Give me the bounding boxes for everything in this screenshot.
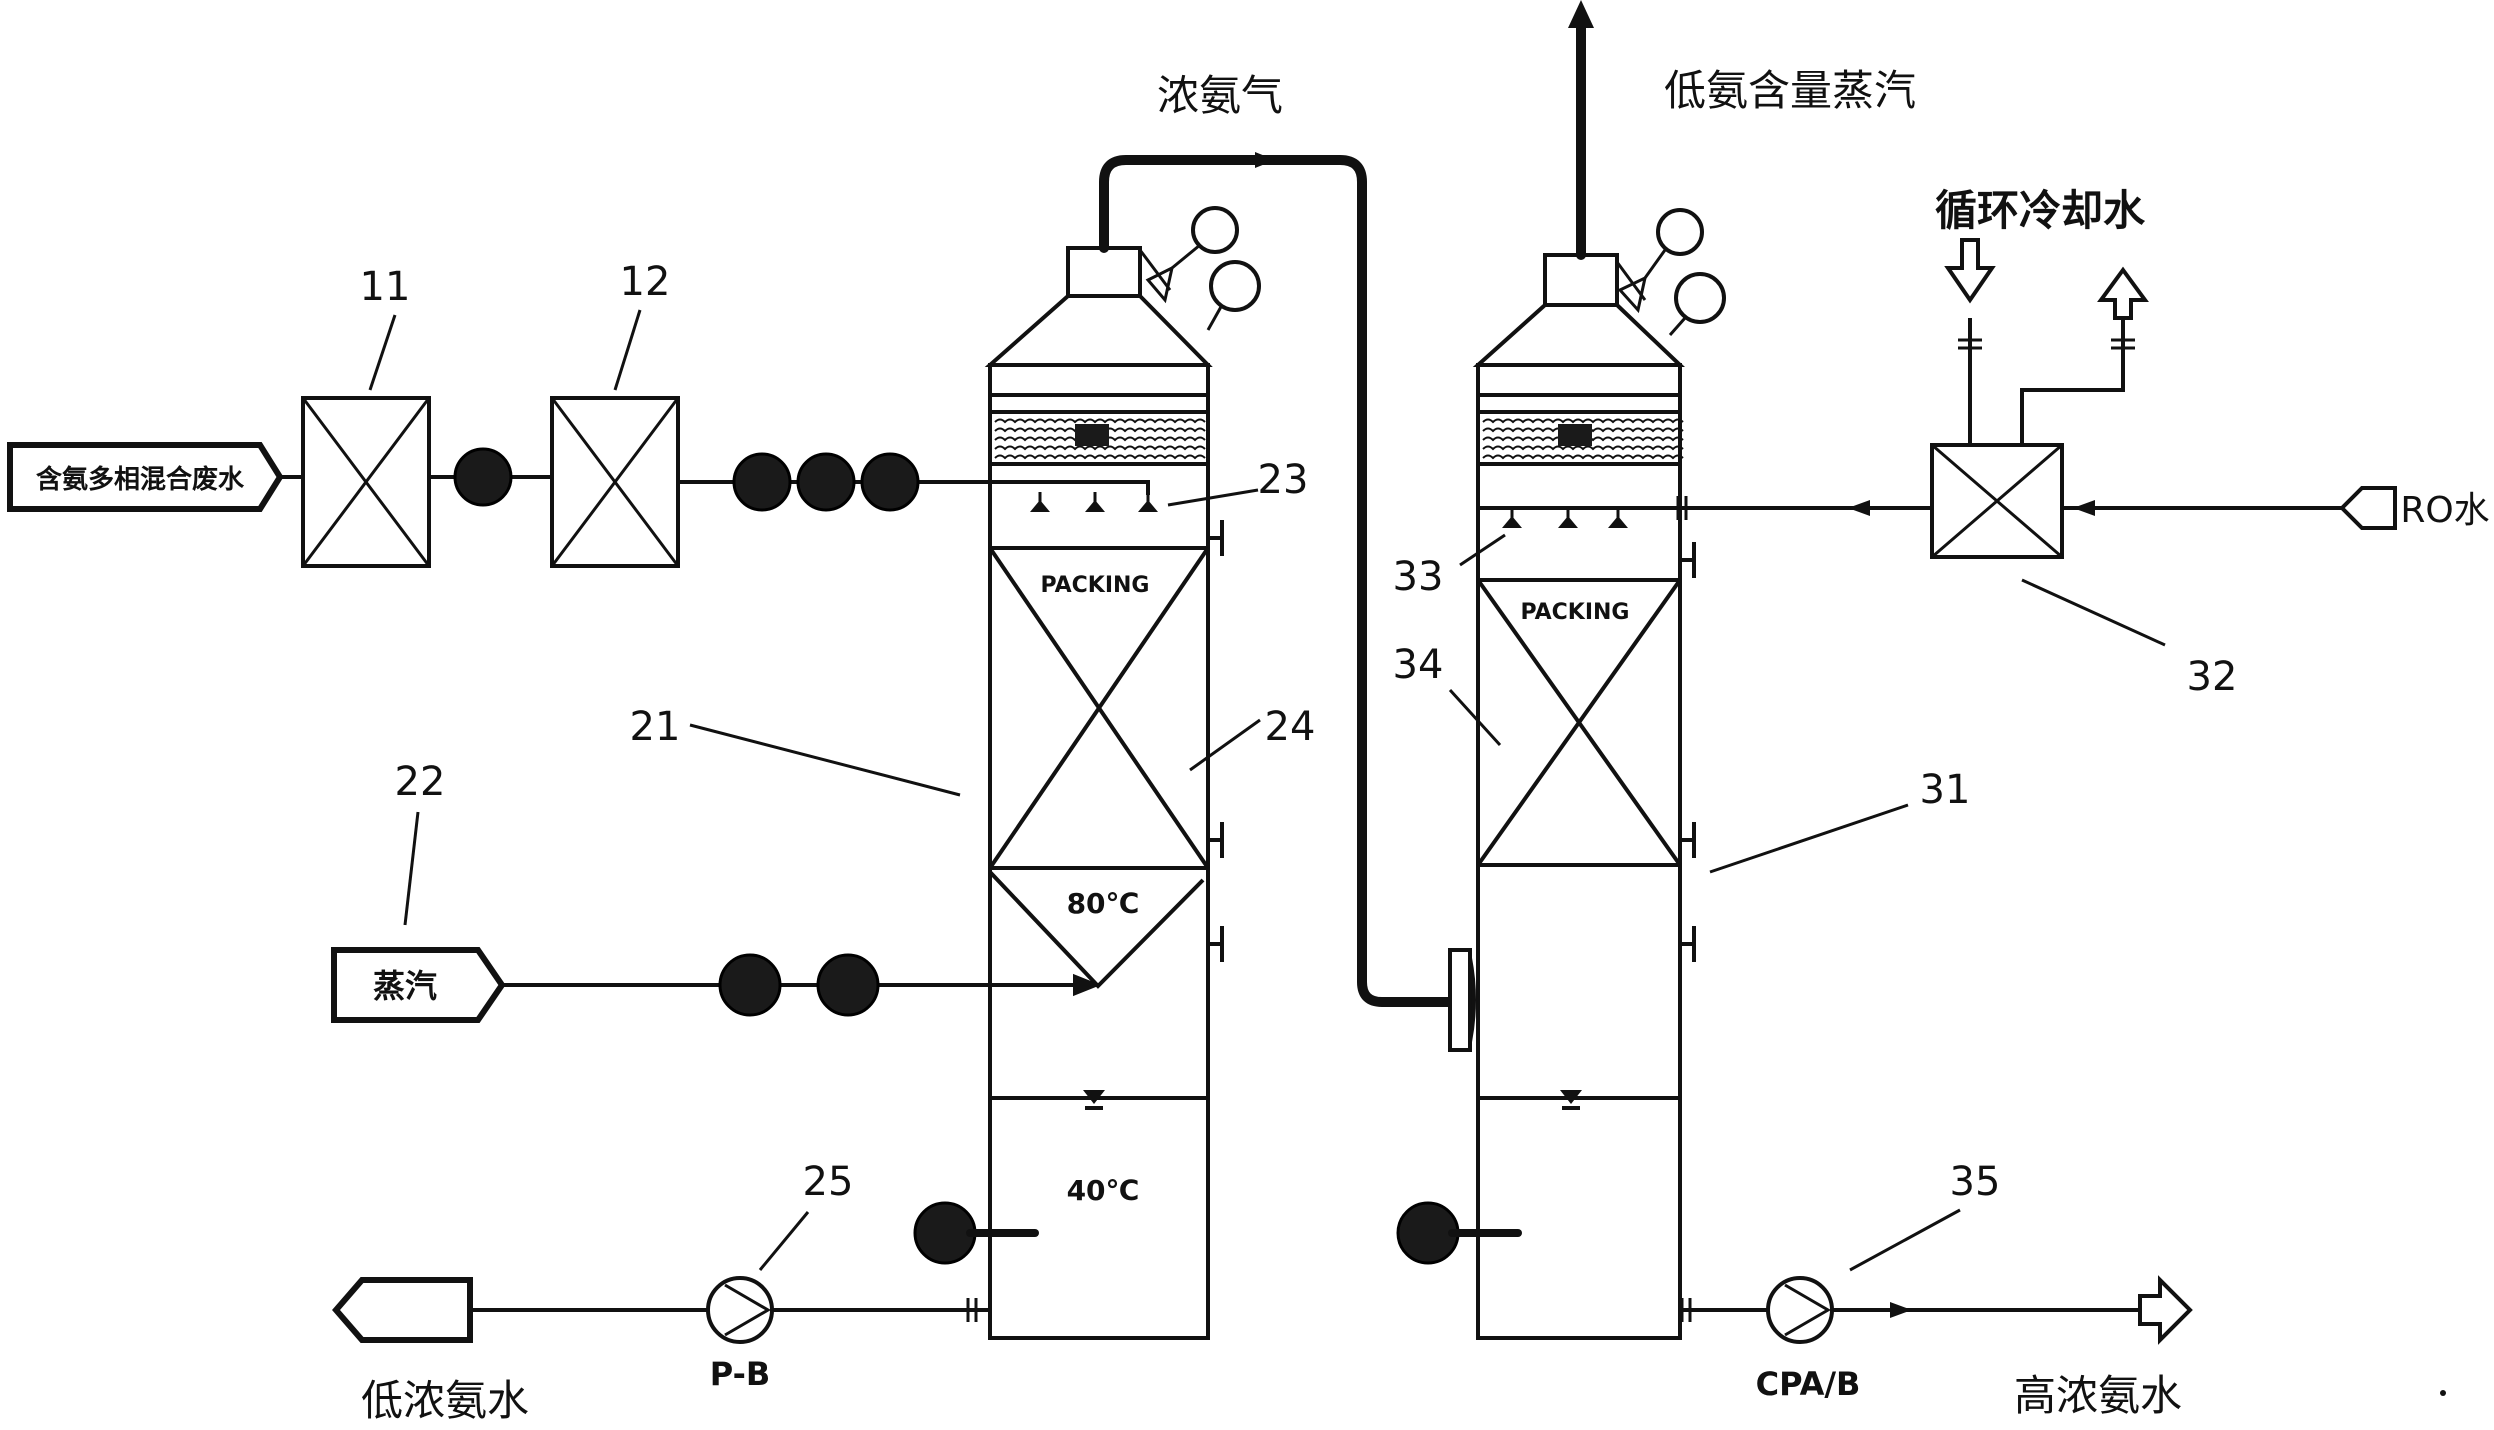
label-11: 11 — [360, 264, 411, 310]
ammonia-gas-pipe — [1099, 155, 1460, 1007]
ammonia-gas-label: 浓氨气 — [1157, 71, 1283, 120]
label-35: 35 — [1950, 1159, 2001, 1205]
instrument-cluster-2 — [1615, 208, 1726, 336]
label-33: 33 — [1393, 554, 1444, 600]
temp-bottom-label: 40℃ — [1067, 1174, 1140, 1207]
label-34: 34 — [1393, 642, 1444, 688]
cooler-32 — [1930, 443, 2064, 559]
steam-inlet-tag: 蒸汽 — [331, 947, 506, 1023]
spray-nozzles-23 — [1030, 492, 1158, 512]
high-ammonia-water-outlet — [2138, 1275, 2193, 1345]
label-31: 31 — [1920, 767, 1971, 813]
label-23: 23 — [1258, 457, 1309, 503]
packing-label-1: PACKING — [1041, 573, 1150, 598]
cooling-water-label: 循环冷却水 — [1935, 186, 2146, 235]
packing-label-2: PACKING — [1521, 600, 1630, 625]
pump-p-b-icon — [706, 1276, 774, 1344]
valve-ball-icon — [732, 452, 792, 512]
unit-11-box — [301, 396, 431, 568]
label-24: 24 — [1265, 704, 1316, 750]
high-ammonia-water-label: 高浓氨水 — [2014, 1371, 2182, 1420]
valve-ball-icon — [718, 953, 782, 1017]
valve-ball-icon — [796, 452, 856, 512]
steam-inlet-label: 蒸汽 — [373, 967, 437, 1005]
label-25: 25 — [803, 1159, 854, 1205]
valve-ball-icon — [860, 452, 920, 512]
pump-cpa-b-label: CPA/B — [1756, 1365, 1861, 1403]
valve-ball-icon — [816, 953, 880, 1017]
label-32: 32 — [2187, 654, 2238, 700]
instrument-cluster-1 — [1138, 206, 1261, 331]
temp-mid-label: 80℃ — [1067, 887, 1140, 920]
label-22: 22 — [395, 759, 446, 805]
feed-inlet-label: 含氨多相混合废水 — [36, 464, 245, 495]
pump-p-b-label: P-B — [710, 1355, 771, 1393]
cooling-water-in-arrow-icon — [1944, 238, 1996, 304]
ro-water-inlet — [2339, 486, 2397, 530]
low-ammonia-steam-label: 低氨含量蒸汽 — [1664, 66, 1916, 115]
ro-water-label: RO水 — [2400, 490, 2489, 531]
unit-12-box — [550, 396, 680, 568]
absorption-column: PACKING — [1448, 253, 1696, 1340]
cooling-water-out-arrow-icon — [2097, 266, 2149, 320]
stripping-column: PACKING — [984, 246, 1224, 1340]
spray-nozzles-33 — [1502, 508, 1628, 528]
feed-inlet-tag: 含氨多相混合废水 — [7, 442, 284, 512]
pump-cpa-b-icon — [1766, 1276, 1834, 1344]
label-21: 21 — [630, 704, 681, 750]
valve-ball-icon — [453, 447, 513, 507]
label-12: 12 — [620, 259, 671, 305]
low-ammonia-water-label: 低浓氨水 — [361, 1376, 529, 1425]
low-ammonia-water-outlet — [332, 1277, 473, 1343]
